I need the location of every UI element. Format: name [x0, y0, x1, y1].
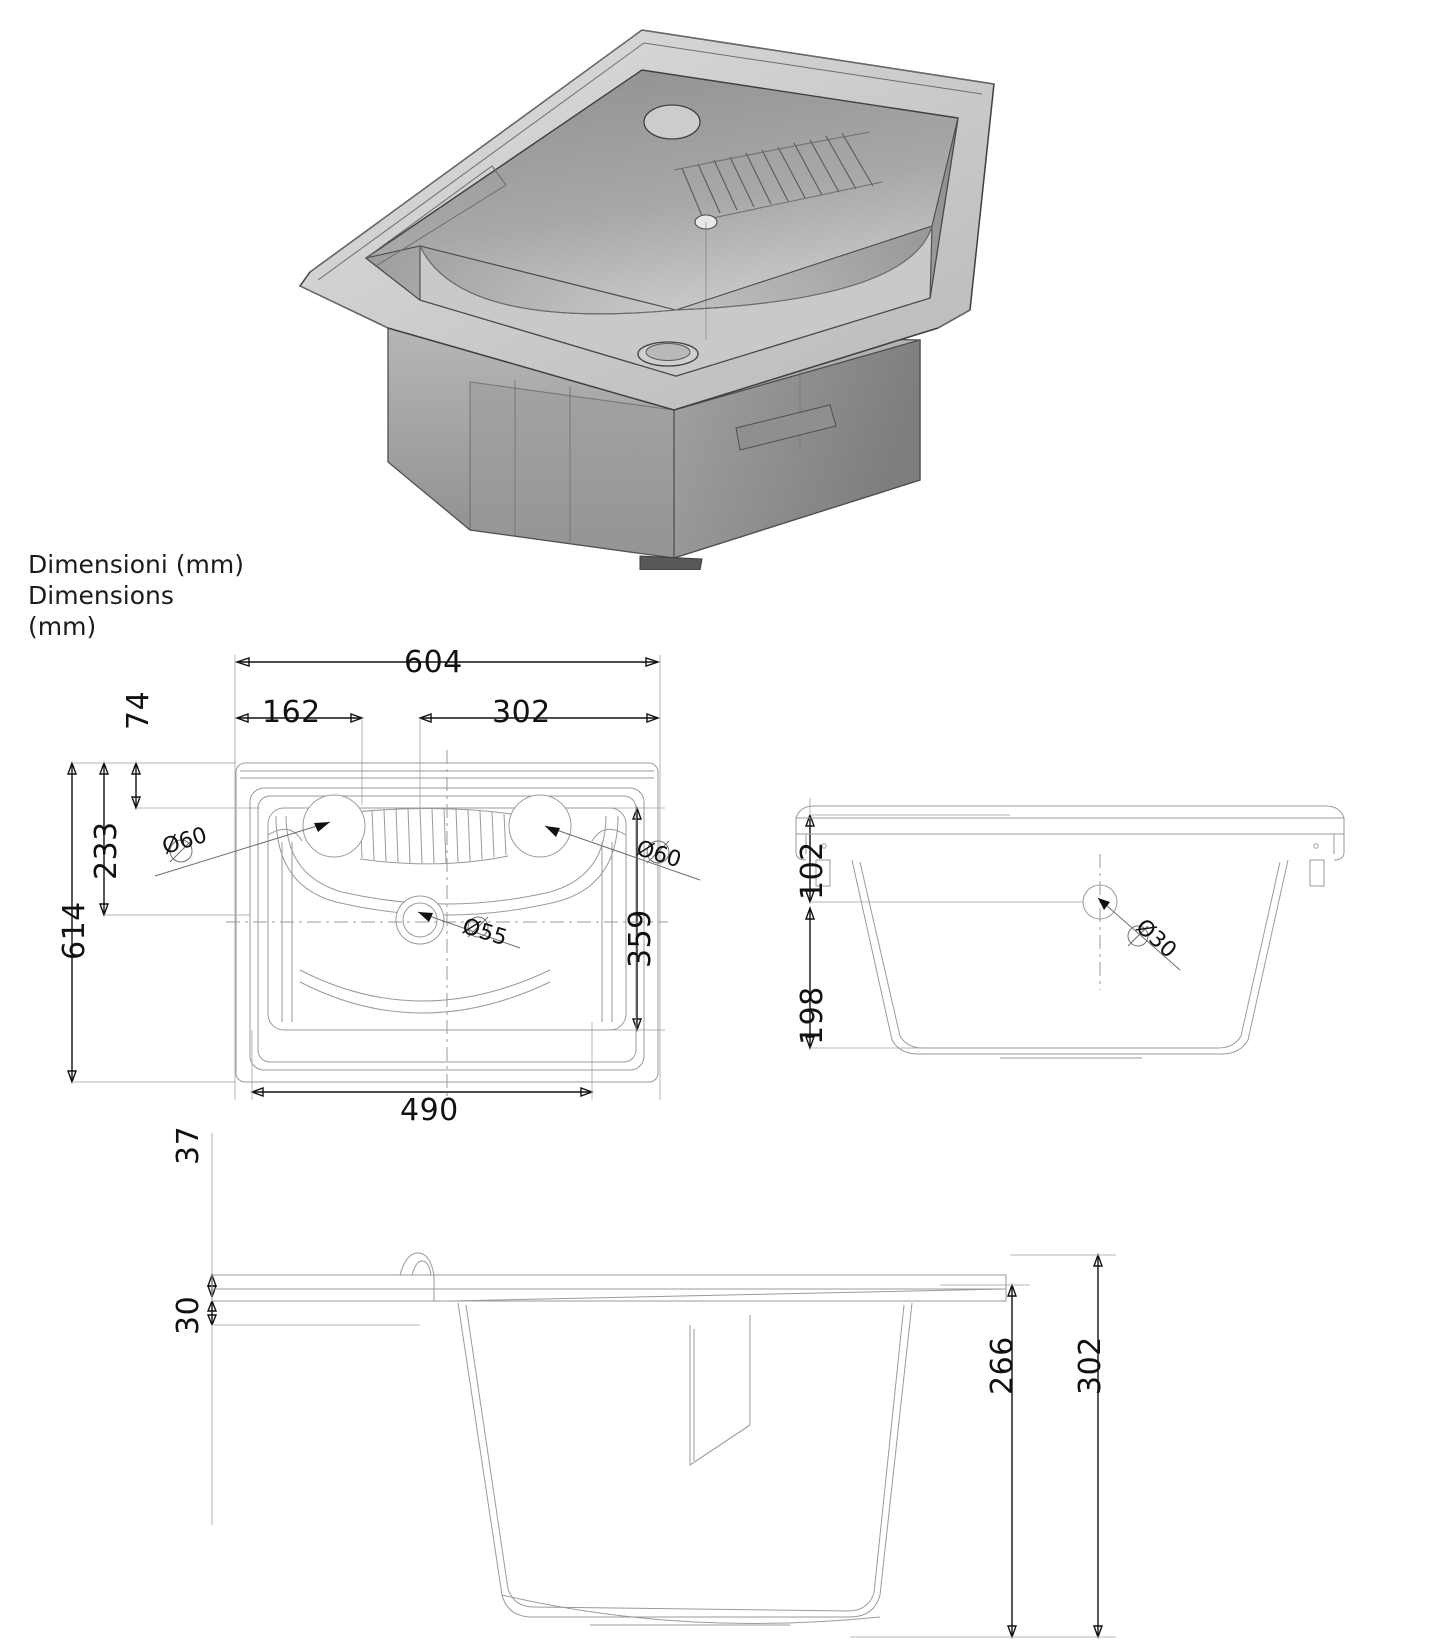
dim-266	[850, 1282, 1030, 1640]
isometric-view	[270, 10, 1050, 570]
dim-490	[249, 1022, 595, 1100]
dim-label-162: 162	[262, 695, 321, 730]
leader-dia60-left	[154, 821, 331, 877]
leader-dia60-right	[544, 825, 701, 881]
dim-label-74: 74	[121, 690, 156, 730]
dim-label-302-top: 302	[492, 695, 551, 730]
dim-302-front	[1010, 1252, 1116, 1640]
plan-geometry	[226, 750, 668, 1096]
dim-604	[234, 657, 661, 667]
dim-label-37: 37	[171, 1125, 206, 1165]
iso-sink-body	[298, 29, 995, 570]
side-view	[760, 790, 1380, 1080]
dim-label-30: 30	[171, 1295, 206, 1335]
dim-74	[131, 760, 260, 811]
dim-label-266: 266	[985, 1336, 1020, 1395]
dim-302-top	[417, 713, 661, 815]
dim-162	[234, 713, 365, 805]
side-geometry	[795, 805, 1345, 1059]
front-geometry	[211, 1252, 1007, 1626]
leader-dia55	[417, 911, 521, 949]
dim-label-614: 614	[57, 901, 92, 960]
dim-102	[805, 798, 1090, 905]
top-view	[0, 630, 740, 1130]
dim-label-233: 233	[89, 821, 124, 880]
dim-233	[99, 760, 250, 918]
dim-label-604: 604	[404, 645, 463, 680]
dim-614	[67, 760, 236, 1085]
dim-label-359: 359	[623, 909, 658, 968]
dim-label-302-front: 302	[1073, 1336, 1108, 1395]
dim-label-198: 198	[795, 986, 830, 1045]
dim-label-102: 102	[795, 841, 830, 900]
leader-dia30	[1097, 897, 1181, 971]
dim-198	[805, 905, 1010, 1051]
dim-label-490: 490	[400, 1093, 459, 1128]
front-view	[150, 1125, 1270, 1645]
dim-30	[206, 1299, 420, 1525]
dim-37	[207, 1133, 410, 1300]
page-title: Dimensioni (mm) Dimensions (mm)	[28, 550, 244, 641]
